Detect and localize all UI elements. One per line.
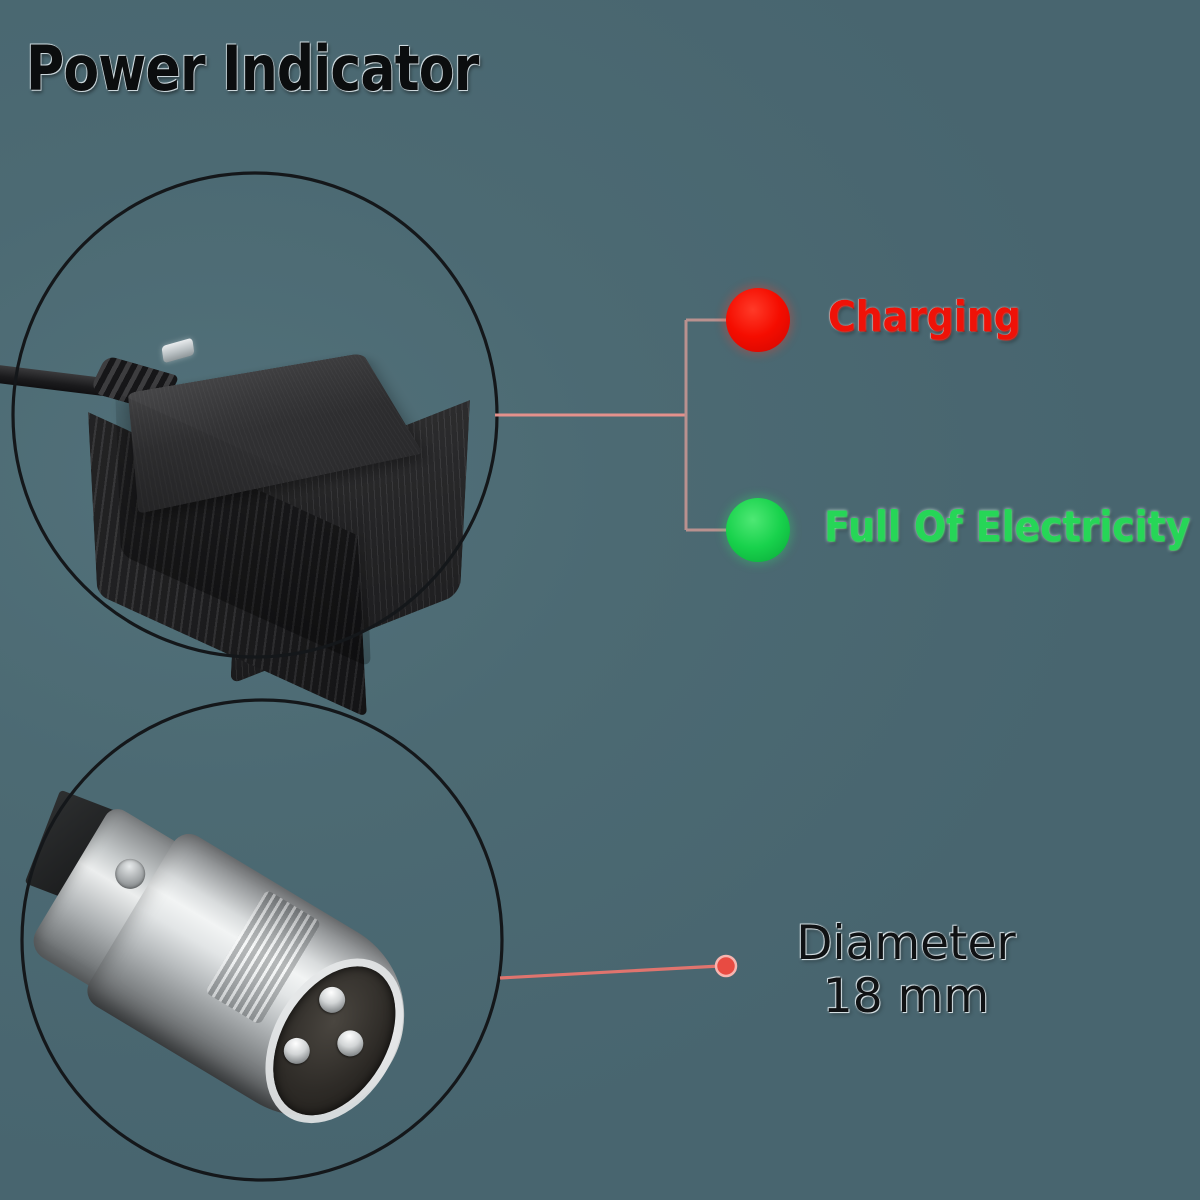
charger-brick-photo: [0, 150, 520, 718]
connector-pin: [332, 1025, 369, 1062]
diameter-label: Diameter: [796, 916, 1016, 971]
diameter-leader-line: [499, 954, 738, 980]
charging-status-dot: [726, 288, 790, 352]
connector-pin: [278, 1033, 315, 1069]
indicator-leader-line: [495, 318, 728, 532]
full-of-electricity-label: Full Of Electricity: [824, 502, 1191, 551]
connector-body: [16, 785, 450, 1161]
connector-pin: [314, 982, 350, 1018]
charging-label: Charging: [828, 292, 1021, 341]
status-led-icon: [161, 337, 195, 364]
xlr-connector-photo: [20, 700, 500, 1180]
full-status-dot: [726, 498, 790, 562]
page-title: Power Indicator: [26, 32, 479, 105]
diameter-callout: Diameter 18 mm: [766, 916, 1046, 1024]
diameter-value: 18 mm: [822, 968, 990, 1024]
